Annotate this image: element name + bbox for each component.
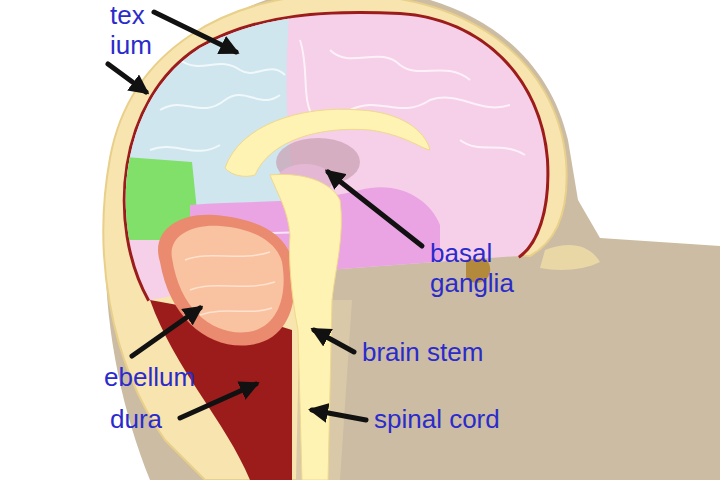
leader-arrow <box>328 172 422 246</box>
leader-arrow <box>314 330 354 352</box>
part-label: tex <box>110 0 145 30</box>
leader-arrow <box>154 12 236 52</box>
leader-arrow <box>108 64 146 92</box>
part-label: ebellum <box>104 362 195 392</box>
cerebellum-folds <box>185 252 275 315</box>
part-label: dura <box>110 404 162 434</box>
part-label: brain stem <box>362 337 483 367</box>
part-label: ium <box>110 30 152 60</box>
leader-arrow <box>312 410 366 420</box>
part-label: basal ganglia <box>430 238 560 298</box>
face-bone <box>540 245 600 270</box>
brain-stem <box>270 174 341 480</box>
leader-arrow <box>132 308 200 356</box>
part-label: spinal cord <box>374 404 500 434</box>
